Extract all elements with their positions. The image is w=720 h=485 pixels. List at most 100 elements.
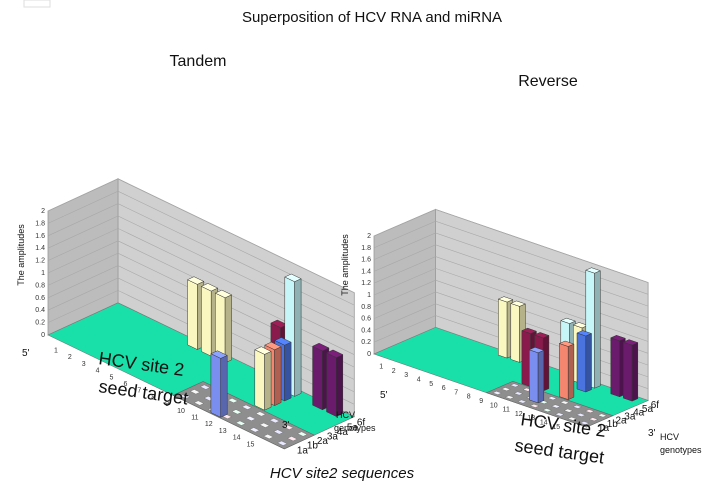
floor-tile <box>259 422 270 428</box>
y-tick-label: 0.8 <box>361 304 371 311</box>
gridline <box>373 256 649 330</box>
floor-tile <box>579 421 590 425</box>
bar-top <box>274 337 292 346</box>
genotype-label: 6f <box>357 418 366 429</box>
bar-top <box>284 273 302 282</box>
floor-tile <box>567 416 577 421</box>
x-tick-label: 15 <box>247 441 255 448</box>
bar-top <box>560 317 576 324</box>
x-tick-label: 10 <box>490 402 498 409</box>
gridline <box>373 209 649 283</box>
floor-tile <box>597 413 607 418</box>
bar-front <box>576 332 587 393</box>
floor-tile <box>263 434 274 439</box>
genotype-label: 5a <box>347 422 359 433</box>
bar-top <box>254 346 272 355</box>
bar-top <box>264 341 282 351</box>
y-tick-label: 0.6 <box>35 295 45 302</box>
figure-bottom-label: HCV site2 sequences <box>270 465 415 482</box>
bar-front <box>326 352 337 417</box>
floor-tile <box>492 391 502 395</box>
floor-tile <box>235 420 246 426</box>
bar-side <box>220 355 228 418</box>
bar <box>528 347 545 404</box>
x-tick-label: 2 <box>392 368 396 375</box>
bar-top <box>558 340 575 347</box>
gridline <box>373 268 649 342</box>
x-tick-label: 5 <box>429 381 433 388</box>
floor-tile <box>560 400 570 405</box>
floor-tile <box>245 416 256 421</box>
x-tick-label: 1 <box>379 364 383 371</box>
floor-tile <box>501 387 511 391</box>
floor-tile <box>588 417 599 422</box>
floor-tile <box>585 409 595 413</box>
subplot-title: Tandem <box>170 53 227 70</box>
plot-reverse: 00.20.40.60.811.21.41.61.821234567891011… <box>340 73 702 467</box>
floor-tile <box>193 400 205 406</box>
subplot-title: Reverse <box>518 73 578 90</box>
three-prime-label: 3' <box>282 420 290 431</box>
bar-front <box>254 349 265 411</box>
plot-tandem: 00.20.40.60.811.21.41.61.821234567891011… <box>16 53 376 456</box>
bar-side <box>224 294 232 364</box>
y-tick-label: 1.8 <box>361 245 371 252</box>
genotype-label: 1b <box>307 441 319 452</box>
genotype-label: 4a <box>337 427 349 438</box>
bar-front <box>312 345 323 411</box>
floor-tile <box>273 429 284 435</box>
bar-top <box>497 296 514 303</box>
floor-tile <box>199 384 211 390</box>
floor-tile <box>554 412 565 417</box>
floor-tile <box>189 389 201 395</box>
z-axis-label-line1: HCV <box>660 432 679 442</box>
genotype-label: 1a <box>297 445 309 456</box>
floor-tile <box>551 404 561 409</box>
bar-front <box>210 353 221 418</box>
floor-tile <box>542 408 552 412</box>
genotype-label: 2a <box>616 415 628 426</box>
three-prime-label: 3' <box>648 428 656 439</box>
floor-tile <box>563 408 574 413</box>
y-axis-label: The amplitudes <box>16 224 26 286</box>
genotype-label: 3a <box>327 431 339 442</box>
bar-side <box>294 278 302 397</box>
floor-tile <box>510 383 520 388</box>
y-tick-label: 1 <box>367 292 371 299</box>
y-tick-label: 1.6 <box>35 233 45 240</box>
genotype-label: 1a <box>598 423 610 434</box>
x-tick-label: 14 <box>233 435 241 442</box>
floor-tile <box>277 440 288 446</box>
y-tick-label: 0 <box>41 332 45 339</box>
y-tick-label: 1.6 <box>361 257 371 264</box>
x-tick-label: 10 <box>177 408 185 415</box>
bar <box>325 349 344 417</box>
floor-tile <box>287 436 298 442</box>
bar-front <box>623 341 633 402</box>
x-tick-label: 7 <box>137 388 141 395</box>
gridline <box>47 228 355 343</box>
genotype-label: 2a <box>317 436 329 447</box>
z-axis-label-line1: HCV <box>336 410 355 420</box>
bar-top <box>325 349 344 358</box>
y-tick-label: 1 <box>41 270 45 277</box>
floor-tile <box>283 424 294 430</box>
x-tick-label: 12 <box>515 411 523 418</box>
floor-tile <box>255 411 266 417</box>
gridline <box>47 190 355 306</box>
y-tick-label: 0.4 <box>361 327 371 334</box>
figure-title: Superposition of HCV RNA and miRNA <box>242 9 502 26</box>
bar-side <box>542 335 550 392</box>
floor-tile <box>517 399 527 404</box>
gridline <box>47 215 355 331</box>
x-tick-label: 9 <box>479 398 483 405</box>
floor-tile <box>504 395 515 400</box>
bar-top <box>610 335 626 342</box>
floor-tile <box>249 427 260 433</box>
x-axis-label-line2: seed target <box>513 435 605 467</box>
bar-front <box>187 279 198 350</box>
z-axis-label-line2: genotypes <box>334 423 376 433</box>
bar-front <box>510 303 520 363</box>
